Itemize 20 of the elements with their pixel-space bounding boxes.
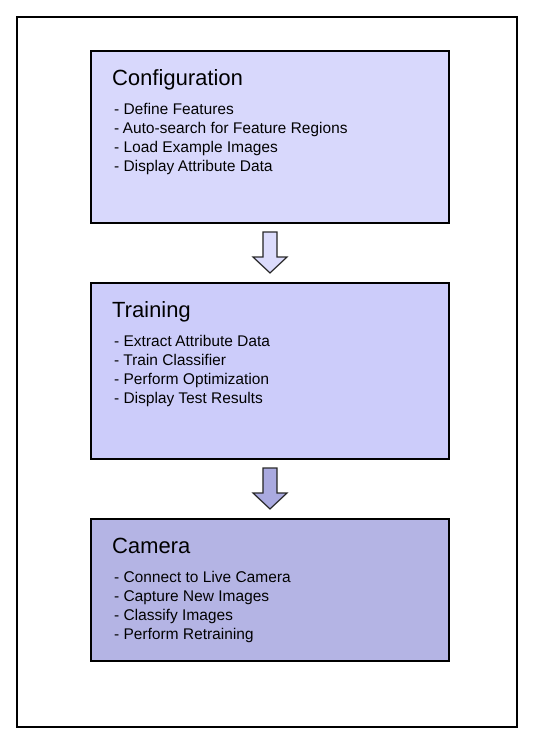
list-item: - Perform Optimization bbox=[113, 370, 270, 389]
box-heading: Training bbox=[112, 296, 192, 324]
list-item: - Classify Images bbox=[113, 606, 234, 625]
list-item: - Display Test Results bbox=[113, 389, 264, 408]
process-box bbox=[90, 50, 450, 224]
box-heading: Camera bbox=[112, 532, 192, 560]
list-item: - Display Attribute Data bbox=[113, 157, 274, 176]
list-item: - Capture New Images bbox=[113, 587, 270, 606]
list-item: - Auto-search for Feature Regions bbox=[113, 119, 348, 138]
list-item: - Define Features bbox=[113, 100, 235, 119]
process-box bbox=[90, 518, 450, 662]
block-arrow bbox=[251, 231, 289, 274]
list-item: - Load Example Images bbox=[113, 138, 279, 157]
block-arrow bbox=[251, 467, 289, 510]
list-item: - Extract Attribute Data bbox=[113, 332, 271, 351]
list-item: - Connect to Live Camera bbox=[113, 568, 292, 587]
process-box bbox=[90, 282, 450, 460]
box-heading: Configuration bbox=[112, 64, 244, 92]
list-item: - Perform Retraining bbox=[113, 625, 255, 644]
list-item: - Train Classifier bbox=[113, 351, 227, 370]
